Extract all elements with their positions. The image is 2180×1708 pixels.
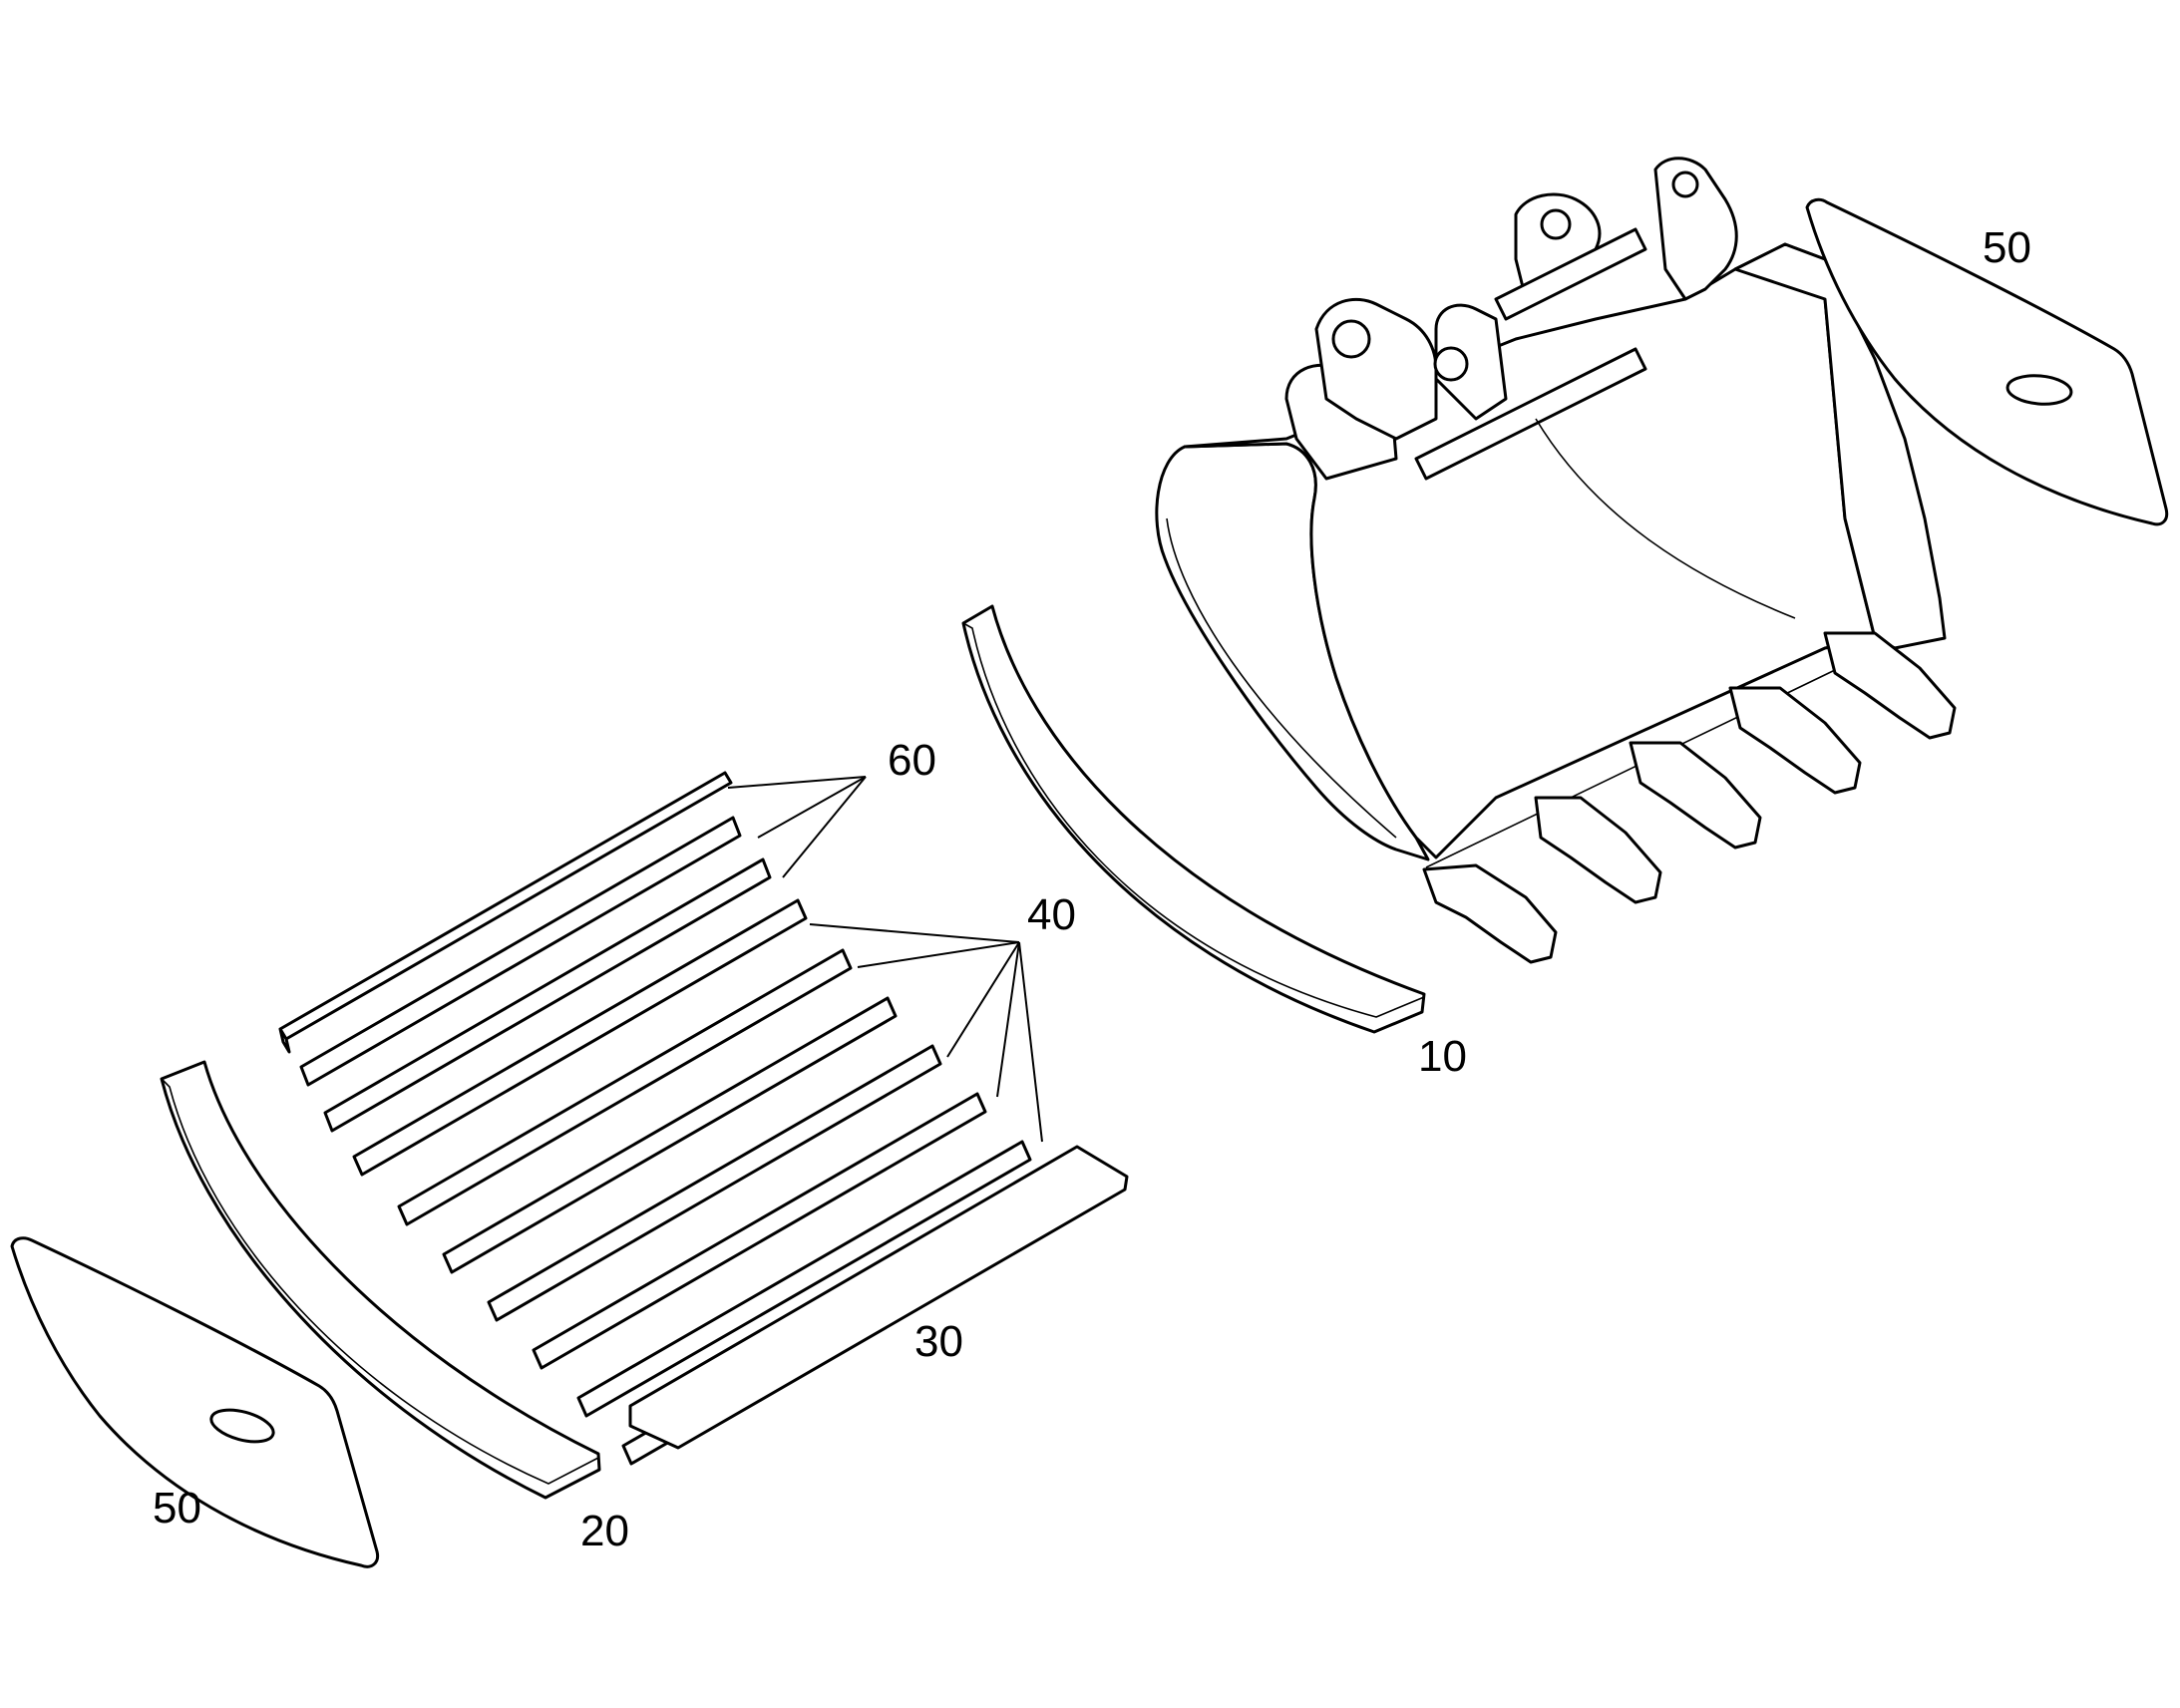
leader-60-c (782, 776, 867, 878)
side-plate-left (10, 1236, 380, 1568)
wear-strips (278, 771, 1129, 1466)
leader-lines (727, 776, 1043, 1143)
wear-strip-60-1 (278, 771, 733, 1054)
pivot-pin-lower (1414, 347, 1647, 481)
leader-60-a (727, 776, 867, 789)
wear-strip-40-1 (397, 948, 853, 1226)
callout-30: 30 (914, 1317, 963, 1366)
wear-strip-60-4 (352, 898, 808, 1177)
curved-strip-10 (961, 604, 1426, 1034)
pin-boss-right (1671, 171, 1699, 198)
leader-60-b (757, 776, 867, 839)
callout-60: 60 (888, 736, 936, 785)
curved-strip-10-outline (961, 604, 1426, 1034)
leader-40-a (809, 923, 1020, 943)
wear-strip-40-2 (442, 996, 898, 1274)
callouts: 50 60 40 10 30 50 20 (153, 223, 2031, 1555)
tooth-1 (1422, 863, 1558, 964)
callout-20: 20 (580, 1507, 629, 1555)
leader-40-c (946, 941, 1020, 1058)
wear-strip-40-4 (532, 1092, 987, 1370)
pin-boss-left (1331, 319, 1371, 359)
bucket-inner-curve (1535, 418, 1796, 619)
wear-strip-60-3 (323, 857, 772, 1133)
callout-10: 10 (1418, 1032, 1467, 1081)
tooth-5 (1823, 631, 1957, 740)
wear-strip-40-3 (487, 1044, 942, 1322)
curved-strip-20 (160, 1060, 601, 1500)
pivot-pin-upper (1494, 227, 1647, 321)
callout-50-left: 50 (153, 1484, 201, 1533)
leader-40-b (857, 941, 1020, 968)
side-plate-right-slot (2005, 374, 2073, 406)
side-plate-right (1805, 197, 2169, 526)
tooth-2 (1534, 796, 1662, 904)
curved-strip-10-edge (962, 622, 1425, 1018)
leader-40-d (996, 941, 1020, 1098)
callout-50-right: 50 (1983, 223, 2031, 272)
wear-strip-60-2 (299, 816, 742, 1087)
side-plate-right-outline (1805, 197, 2169, 526)
pin-boss-rear (1540, 208, 1572, 240)
bucket-inner-edge (1495, 647, 1826, 799)
side-plate-left-outline (10, 1236, 380, 1568)
mounting-lug-center-right (1434, 303, 1508, 421)
leader-40-e (1018, 941, 1043, 1143)
front-strip-30 (628, 1145, 1129, 1450)
bucket-side-inner (1166, 517, 1397, 839)
bucket-teeth (1422, 631, 1957, 964)
side-plate-left-slot (209, 1408, 275, 1444)
callout-40: 40 (1027, 890, 1076, 939)
curved-strip-20-edge (161, 1078, 599, 1485)
curved-strip-20-outline (160, 1060, 601, 1500)
wear-strip-40-5 (576, 1140, 1032, 1418)
tooth-4 (1728, 686, 1862, 795)
tooth-3 (1629, 741, 1762, 850)
excavator-bucket (1155, 157, 1957, 964)
pin-boss-center (1433, 346, 1469, 382)
